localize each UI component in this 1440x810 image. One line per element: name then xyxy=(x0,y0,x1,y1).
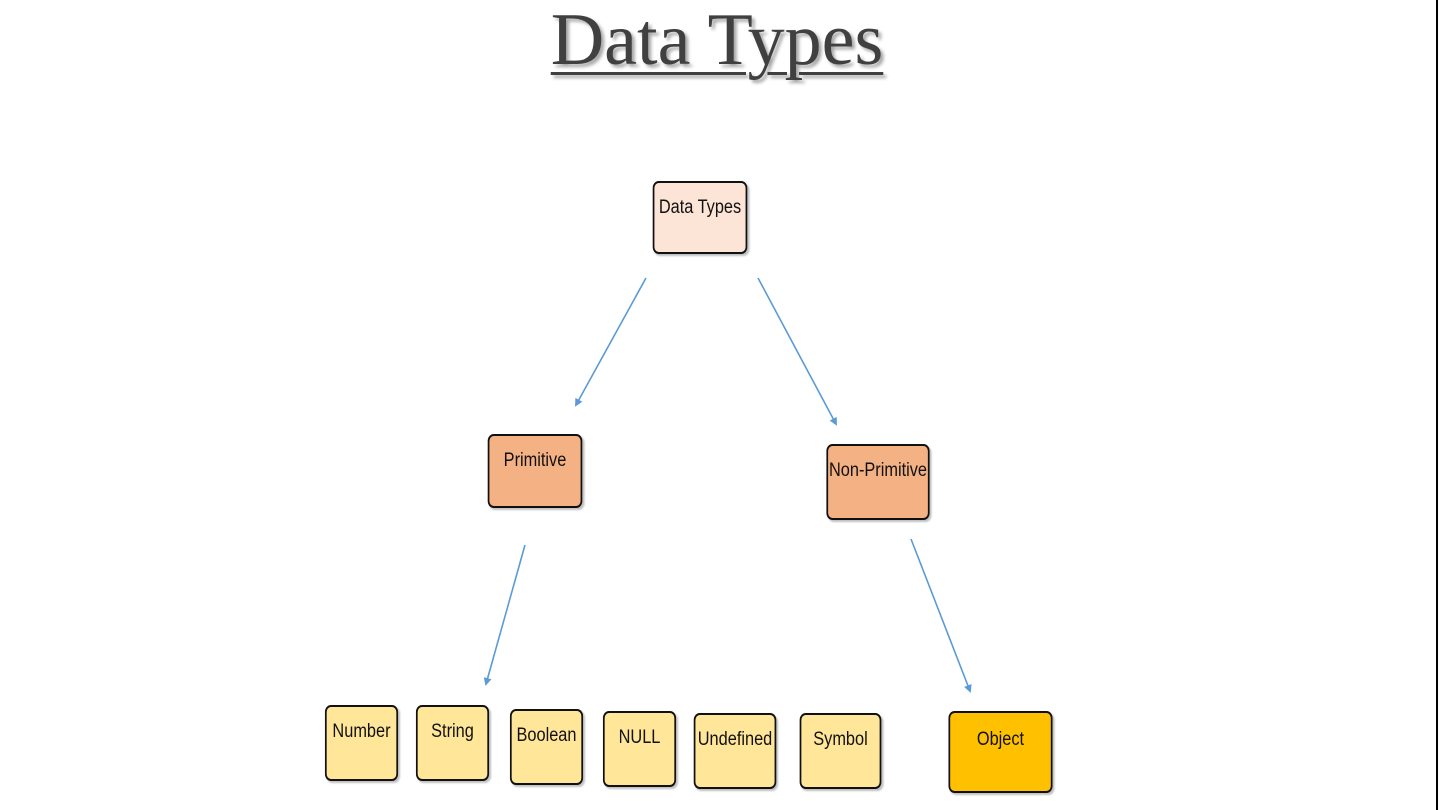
node-number: Number xyxy=(324,705,399,781)
node-string: String xyxy=(415,705,490,781)
node-symbol: Symbol xyxy=(799,713,882,789)
node-object-label: Object xyxy=(976,729,1025,750)
slide-right-border xyxy=(1436,0,1438,810)
node-boolean-label: Boolean xyxy=(516,725,577,746)
node-number-label: Number xyxy=(332,721,391,742)
node-non-primitive: Non-Primitive xyxy=(826,444,930,520)
node-primitive-label: Primitive xyxy=(503,450,567,471)
node-boolean: Boolean xyxy=(509,709,584,785)
edge-primitive-to-number xyxy=(483,544,526,686)
node-null: NULL xyxy=(602,711,677,787)
edge-root-to-non-primitive xyxy=(757,277,837,426)
node-non-primitive-label: Non-Primitive xyxy=(828,460,928,481)
slide-title: Data Types xyxy=(0,0,1434,90)
node-data-types: Data Types xyxy=(652,181,748,254)
edge-non-primitive-to-object xyxy=(910,538,972,693)
node-undefined-label: Undefined xyxy=(697,729,773,750)
node-object: Object xyxy=(948,711,1053,793)
node-null-label: NULL xyxy=(618,727,661,748)
slide-title-text: Data Types xyxy=(550,0,884,81)
node-undefined: Undefined xyxy=(693,713,777,789)
node-data-types-label: Data Types xyxy=(658,197,742,218)
node-primitive: Primitive xyxy=(487,434,583,508)
edge-root-to-primitive xyxy=(575,277,647,407)
node-string-label: String xyxy=(431,721,474,742)
node-symbol-label: Symbol xyxy=(813,729,868,750)
